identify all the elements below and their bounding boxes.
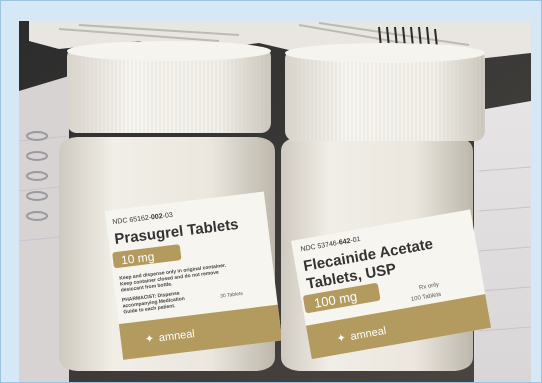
right-brand-logo: ✦ (336, 332, 347, 345)
left-ndc: NDC 65162-002-03 (112, 212, 173, 226)
photo: NDC 65162-002-03 Prasugrel Tablets 10 mg… (19, 21, 531, 382)
right-strength: 100 mg (313, 289, 358, 311)
left-brand-logo: ✦ (144, 333, 155, 346)
left-strength: 10 mg (120, 249, 155, 267)
left-count: 30 Tablets (220, 291, 244, 300)
left-brand: amneal (158, 328, 195, 344)
right-strength-badge (303, 283, 381, 314)
right-bottle: NDC 53746-642-01 Flecainide Acetate Tabl… (281, 43, 492, 371)
right-rx-only: Rx only (419, 282, 440, 291)
cloth (29, 21, 531, 61)
left-brand-band (118, 304, 283, 360)
right-count: 100 Tablets (411, 292, 442, 303)
left-bottle: NDC 65162-002-03 Prasugrel Tablets 10 mg… (59, 41, 283, 371)
right-brand-band (305, 294, 492, 360)
left-strength-badge (112, 244, 182, 268)
